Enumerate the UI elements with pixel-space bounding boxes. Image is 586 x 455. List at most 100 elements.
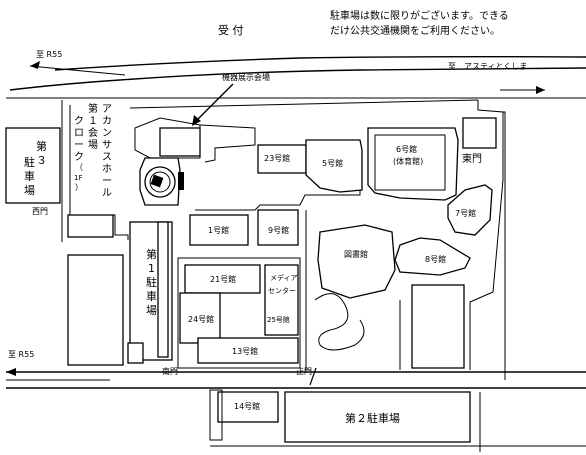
- parking2-label: 第２駐車場: [345, 411, 400, 425]
- building-7: [447, 184, 493, 236]
- central-roads: [305, 210, 401, 370]
- parking-2-lot: [284, 391, 471, 443]
- building-14: [217, 391, 279, 423]
- cloak-char-6: ）: [75, 183, 83, 192]
- parking-notice-line1: 駐車場は数に限りがございます。できる: [330, 9, 509, 22]
- building-1-label: 1号館: [208, 225, 229, 235]
- arkansas-char-6: ー: [102, 176, 112, 187]
- cloakroom-label: ク ロ ー ク （ 1F ）: [74, 115, 84, 192]
- first-venue-char-0: 第: [88, 102, 98, 115]
- arkansas-char-2: ン: [102, 128, 112, 139]
- building-14-label: 14号館: [234, 401, 260, 411]
- building-24-label: 24号館: [188, 314, 214, 324]
- first-venue-char-2: 会: [88, 126, 98, 139]
- library-building: [317, 224, 396, 299]
- east-gate-lodge: [462, 117, 497, 149]
- media-center-25: [264, 264, 299, 336]
- west-lot: [67, 254, 124, 366]
- first-venue-label: 第 １ 会 場: [88, 102, 98, 151]
- cloak-char-1: ロ: [74, 128, 84, 139]
- inner-road-north: [129, 99, 479, 109]
- direction-to-r55-bottom: 至 R55: [8, 350, 34, 359]
- media-label-line3: 25号館: [267, 315, 290, 324]
- reception-label: 受 付: [218, 24, 244, 37]
- building-6: [367, 127, 459, 201]
- parking-3-lot: [5, 127, 61, 204]
- arkansas-hall-inner: [149, 171, 171, 193]
- parking3-char-2: 駐: [24, 155, 35, 169]
- parking-1-booth: [127, 342, 144, 364]
- arkansas-char-0: ア: [102, 104, 112, 115]
- exhibition-arrow: [194, 83, 234, 123]
- parking1-char-4: 場: [146, 304, 157, 317]
- parking-notice-line2: だけ公共交通機関をご利用ください。: [330, 24, 500, 37]
- parking1-char-0: 第: [146, 247, 157, 261]
- building-5-label: 5号館: [322, 158, 343, 168]
- top-road-edge-north: [54, 55, 586, 71]
- building-8: [394, 237, 471, 276]
- building-9-label: 9号館: [268, 225, 289, 235]
- building-6-sublabel: (体育館): [393, 156, 423, 166]
- arkansas-hall-label: ア カ ン サ ス ホ ー ル: [102, 104, 112, 199]
- arkansas-char-4: ス: [102, 152, 112, 163]
- inner-road-23: [199, 124, 256, 163]
- arkansas-char-5: ホ: [102, 163, 112, 175]
- first-venue-char-1: １: [88, 116, 98, 127]
- building-1: [189, 214, 249, 246]
- west-small-lot: [67, 214, 114, 238]
- west-gate-label: 西門: [32, 207, 48, 216]
- exhibition-venue-label: 機器展示会場: [222, 72, 270, 82]
- west-inner-road: [69, 105, 129, 240]
- parking3-char-3: 車: [24, 169, 35, 183]
- parking3-char-4: 場: [24, 184, 35, 197]
- library-label: 図書館: [344, 249, 368, 259]
- inner-road-mid: [195, 170, 361, 211]
- exhibition-arrow-head: [192, 115, 201, 126]
- building-6-inner: [374, 134, 446, 191]
- cloak-char-5: 1F: [74, 174, 82, 182]
- library-path: [314, 293, 365, 351]
- arrow-head-r55-bottom: [6, 368, 16, 376]
- arkansas-hall-mark: [150, 174, 164, 188]
- parking3-char-1: ３: [36, 154, 47, 167]
- arkansas-hall-entrance: [178, 172, 184, 190]
- cloak-char-2: ー: [74, 140, 84, 151]
- media-label-line2: センター: [268, 286, 296, 295]
- exhibition-hall: [159, 127, 201, 157]
- south-gate-label: 南門: [162, 366, 178, 376]
- cloak-char-3: ク: [74, 151, 84, 163]
- building-21: [184, 264, 261, 294]
- direction-to-r55-top: 至 R55: [36, 50, 62, 59]
- building-9: [257, 209, 299, 246]
- east-gate-label: 東門: [462, 152, 482, 165]
- building-7-label: 7号館: [455, 208, 476, 218]
- east-boundary: [469, 100, 504, 370]
- parking1-char-3: 車: [146, 289, 157, 303]
- parking1-char-2: 駐: [146, 275, 157, 289]
- first-venue-char-3: 場: [88, 138, 98, 151]
- top-road-edge-south: [9, 67, 586, 91]
- arkansas-char-3: サ: [102, 139, 112, 151]
- building-13: [197, 337, 299, 364]
- east-lot: [411, 284, 465, 369]
- parking-1-strip: [157, 221, 169, 358]
- arrow-head-asty: [536, 86, 545, 94]
- building-13-label: 13号館: [232, 346, 258, 356]
- parking1-char-1: 1: [148, 262, 155, 275]
- building-23: [257, 144, 307, 174]
- cloak-char-0: ク: [74, 115, 84, 127]
- building-8-label: 8号館: [425, 254, 446, 264]
- arkansas-char-7: ル: [102, 188, 112, 199]
- exhibition-hall-area: [134, 117, 201, 159]
- parking-2-strip: [209, 389, 223, 441]
- direction-to-asty: 至 アスティとくしま: [448, 62, 527, 71]
- arrow-to-r55-top: [29, 65, 126, 76]
- arkansas-char-1: カ: [102, 115, 112, 127]
- south-boundary: [210, 392, 586, 452]
- media-label-line1: メディア: [270, 273, 298, 282]
- building-6-label: 6号館: [396, 144, 417, 154]
- building-21-label: 21号館: [210, 274, 236, 284]
- main-gate-pointer: [309, 367, 317, 386]
